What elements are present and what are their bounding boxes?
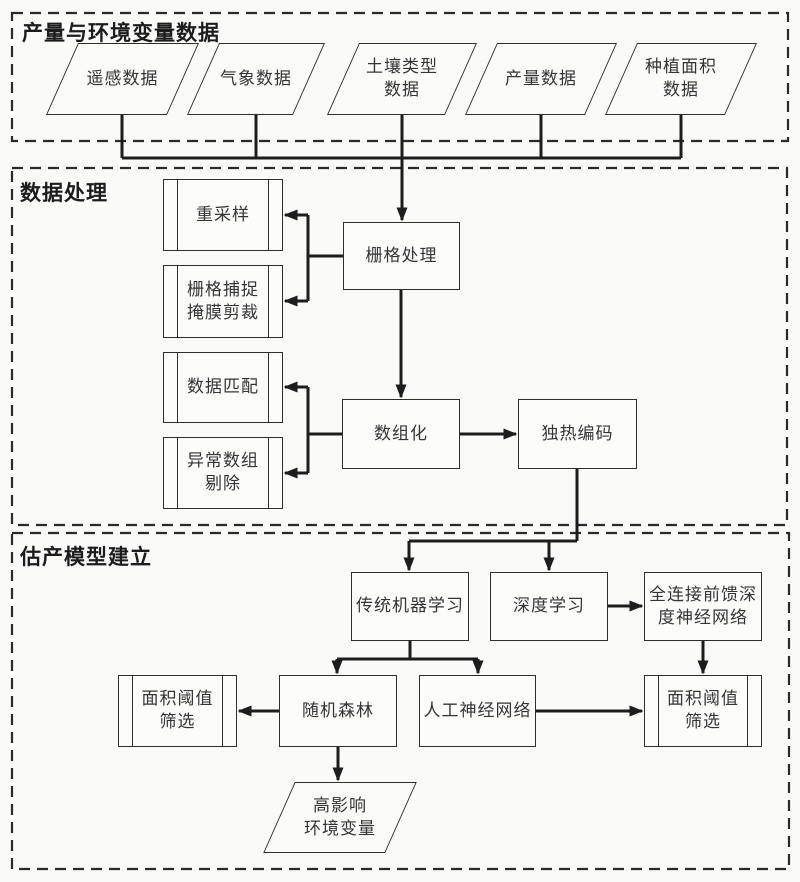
node-label: 全连接前馈深 度神经网络 <box>649 584 757 627</box>
node-area-threshold-filter-right: 面积阈值 筛选 <box>644 675 762 747</box>
node-label: 种植面积 数据 <box>645 57 717 99</box>
node-fully-connected-ffdnn: 全连接前馈深 度神经网络 <box>644 572 762 641</box>
node-label: 高影响 环境变量 <box>304 795 376 838</box>
node-remote-sensing-data: 遥感数据 <box>45 43 200 115</box>
node-label: 土壤类型 数据 <box>366 57 438 99</box>
node-label: 人工神经网络 <box>423 700 532 720</box>
node-label: 面积阈值 筛选 <box>667 689 739 731</box>
section-title-data-processing: 数据处理 <box>20 182 108 205</box>
node-resampling: 重采样 <box>163 179 283 251</box>
node-traditional-ml: 传统机器学习 <box>351 572 469 641</box>
node-raster-processing: 栅格处理 <box>343 222 460 290</box>
node-weather-data: 气象数据 <box>186 43 326 115</box>
node-label: 异常数组 剔除 <box>187 451 259 493</box>
node-label: 重采样 <box>196 204 250 224</box>
node-label: 数据匹配 <box>187 377 259 397</box>
node-label: 栅格处理 <box>365 245 438 265</box>
node-one-hot-encoding: 独热编码 <box>518 399 637 469</box>
node-data-matching: 数据匹配 <box>163 352 283 423</box>
node-high-impact-env-vars: 高影响 环境变量 <box>262 782 418 853</box>
node-yield-data: 产量数据 <box>464 43 618 115</box>
node-label: 气象数据 <box>220 68 292 88</box>
node-artificial-neural-network: 人工神经网络 <box>419 675 536 747</box>
node-abnormal-array-removal: 异常数组 剔除 <box>163 437 283 509</box>
node-label: 遥感数据 <box>86 68 159 88</box>
node-label: 随机森林 <box>302 700 374 720</box>
node-random-forest: 随机森林 <box>279 675 397 747</box>
node-planting-area-data: 种植面积 数据 <box>604 43 758 115</box>
node-label: 独热编码 <box>541 423 614 443</box>
section-title-model-building: 估产模型建立 <box>20 546 152 569</box>
node-area-threshold-filter-left: 面积阈值 筛选 <box>118 675 237 747</box>
node-arrayization: 数组化 <box>342 399 460 469</box>
node-label: 数组化 <box>374 423 428 443</box>
node-label: 传统机器学习 <box>356 596 464 616</box>
section-title-yield-env-data: 产量与环境变量数据 <box>22 22 220 45</box>
node-deep-learning: 深度学习 <box>490 572 608 641</box>
node-label: 深度学习 <box>513 596 585 616</box>
node-label: 栅格捕捉 掩膜剪裁 <box>187 279 259 322</box>
node-soil-type-data: 土壤类型 数据 <box>326 43 478 115</box>
node-label: 产量数据 <box>505 68 577 88</box>
node-raster-snap-mask-clip: 栅格捕捉 掩膜剪裁 <box>163 265 283 338</box>
node-label: 面积阈值 筛选 <box>141 689 214 731</box>
